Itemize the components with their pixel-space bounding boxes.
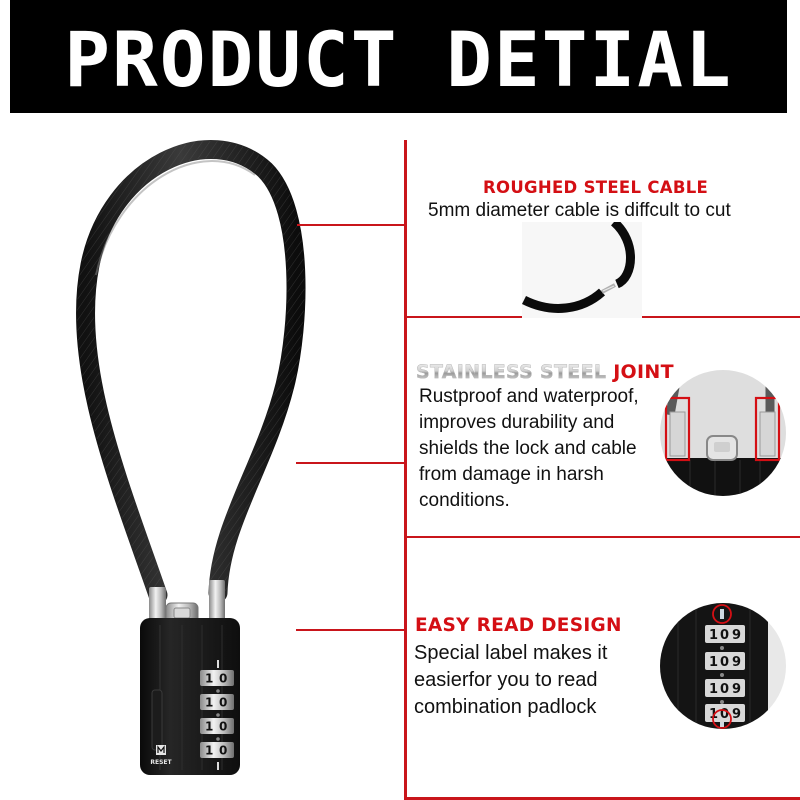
brand-logo-icon [156,745,166,755]
svg-text:1: 1 [709,628,718,643]
connector-line-dial [296,629,405,631]
section-title: STAINLESS STEEL JOINT [416,361,674,383]
description-line: Rustproof and waterproof, [419,386,639,407]
highlight-circle-bottom [712,709,732,729]
lock-body [140,618,240,775]
section-title: ROUGHED STEEL CABLE [483,178,708,197]
joint-closeup-image [660,370,786,496]
section-description: 5mm diameter cable is diffcult to cut [428,200,731,221]
description-line: Special label makes it [414,642,608,664]
svg-text:1: 1 [205,744,213,758]
description-line: improves durability and [419,412,615,433]
connector-line-cable [297,224,405,226]
svg-text:0: 0 [219,720,227,734]
description-line: easierfor you to read [414,669,598,691]
title-part: ROUGHED STEEL CABLE [483,178,709,197]
svg-text:9: 9 [732,707,741,722]
highlight-circle-top [712,604,732,624]
description-line: shields the lock and cable [419,438,637,459]
description-line: from damage in harsh [419,464,604,485]
svg-text:1: 1 [205,672,213,686]
svg-text:9: 9 [732,682,741,697]
description-line: combination padlock [414,696,597,718]
description-line: conditions. [419,490,510,511]
section-divider-2 [405,536,800,538]
svg-text:0: 0 [720,707,729,722]
vertical-divider-line [404,140,407,800]
section-description: Rustproof and waterproof, improves durab… [419,384,639,514]
title-part: EASY READ DESIGN [415,615,622,636]
svg-text:1: 1 [709,682,718,697]
connector-line-joint [296,462,405,464]
svg-text:9: 9 [732,655,741,670]
left-joint-collar [149,587,166,623]
svg-text:0: 0 [219,696,227,710]
page-title: PRODUCT DETIAL [64,14,733,104]
cable-cut-image [522,222,642,318]
svg-text:1: 1 [205,696,213,710]
bottom-border-line [405,797,800,800]
svg-text:1: 1 [709,655,718,670]
right-joint-collar [209,580,225,620]
svg-text:0: 0 [720,655,729,670]
highlight-box-right [754,396,781,462]
brand-logo-text: RESET [150,759,172,766]
svg-text:9: 9 [732,628,741,643]
title-part-red: JOINT [613,361,674,383]
svg-text:1: 1 [205,720,213,734]
section-description: Special label makes it easierfor you to … [414,640,607,721]
svg-text:0: 0 [219,744,227,758]
svg-text:0: 0 [219,672,227,686]
svg-text:0: 0 [720,682,729,697]
highlight-box-left [664,396,691,462]
svg-text:0: 0 [720,628,729,643]
header-banner: PRODUCT DETIAL [10,0,787,113]
title-part-silver: STAINLESS STEEL [416,361,614,383]
section-title: EASY READ DESIGN [415,615,622,636]
